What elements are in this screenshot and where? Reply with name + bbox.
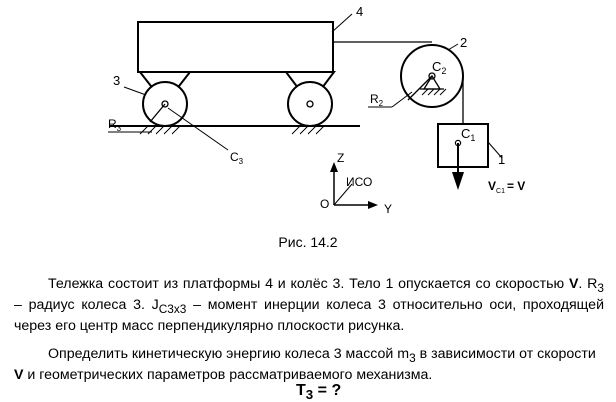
label-body-1: 1 — [498, 152, 505, 167]
mechanism-figure: 4 2 C2 1 C1 3 R3 C3 R2 VC1= V Z Y O ИСО — [108, 4, 525, 216]
label-pulley-center: C2 — [432, 59, 446, 76]
frame-leader — [333, 183, 353, 206]
leader-C3 — [167, 107, 229, 151]
label-velocity: VC1= V — [488, 179, 525, 195]
leader-4 — [331, 13, 353, 33]
leader-2 — [447, 43, 459, 51]
label-wheel-3: 3 — [113, 73, 120, 88]
label-body-center: C1 — [461, 126, 475, 143]
axis-z-arrowhead — [330, 162, 338, 172]
platform-4 — [137, 21, 334, 73]
wheel-left-radius — [149, 103, 166, 123]
leader-3 — [123, 86, 147, 96]
leader-1 — [487, 141, 503, 159]
axis-y-arrowhead — [368, 201, 378, 209]
velocity-arrowhead — [452, 172, 464, 190]
label-pulley-2: 2 — [460, 35, 467, 50]
label-axis-z: Z — [337, 151, 344, 165]
label-frame: ИСО — [346, 175, 372, 189]
wheel-right-axle — [306, 100, 314, 108]
problem-paragraph-1: Тележка состоит из платформы 4 и колёс 3… — [14, 276, 604, 335]
leader-R2-d — [391, 91, 413, 108]
label-axis-y: Y — [384, 202, 392, 216]
label-wheel-center: C3 — [230, 150, 244, 166]
label-axis-o: O — [320, 197, 329, 211]
answer-formula: T3 = ? — [296, 382, 342, 402]
body-1 — [437, 123, 489, 168]
figure-caption: Рис. 14.2 — [278, 234, 338, 250]
ground-hatching — [139, 125, 325, 135]
problem-paragraph-2: Определить кинетическую энергию колеса 3… — [14, 346, 596, 384]
label-wheel-radius: R3 — [108, 117, 122, 133]
label-platform-4: 4 — [356, 4, 363, 19]
pulley-mount-hatching — [421, 88, 447, 96]
label-pulley-radius: R2 — [370, 92, 384, 108]
pulley-radius-line — [407, 75, 433, 101]
